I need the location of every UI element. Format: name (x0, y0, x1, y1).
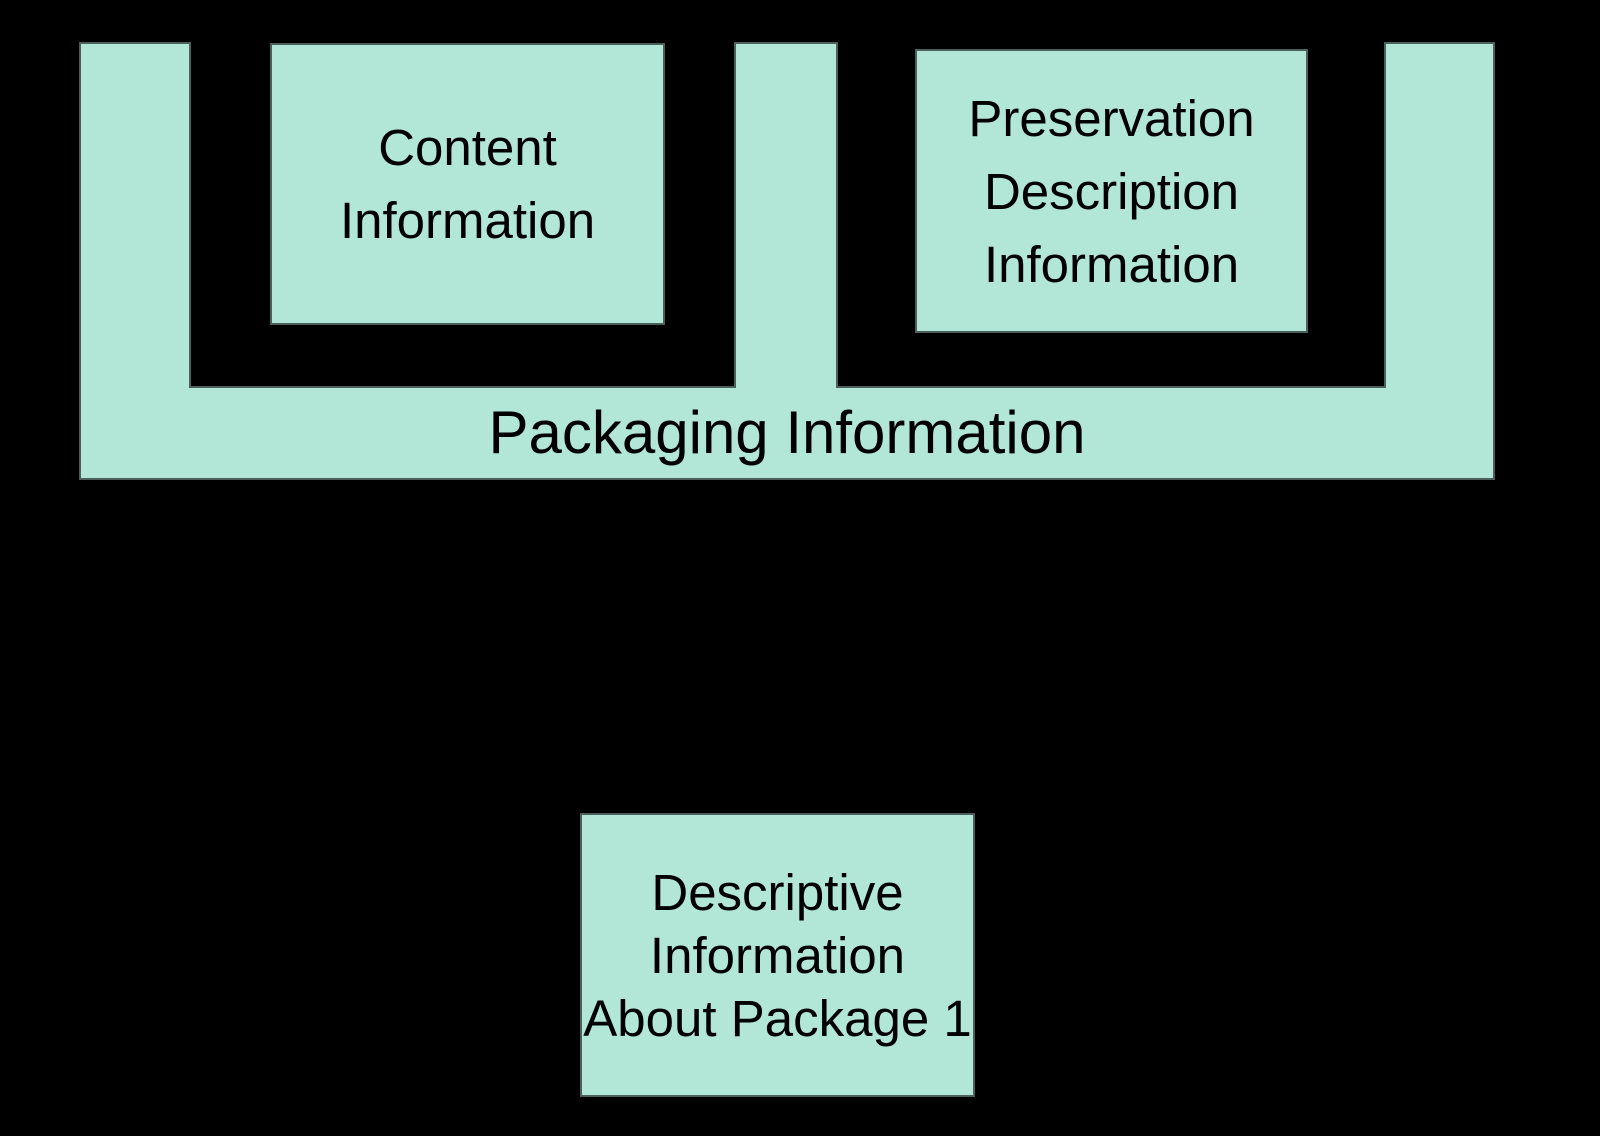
packaging-u-shape-path (79, 42, 1495, 480)
descriptive-information-box: Descriptive Information About Package 1 (580, 813, 975, 1097)
descriptive-information-label: Descriptive Information About Package 1 (583, 863, 972, 1047)
preservation-description-information-box: Preservation Description Information (915, 49, 1308, 333)
content-information-label: Content Information (339, 119, 596, 249)
packaging-information-band: Packaging Information (80, 387, 1494, 479)
preservation-description-information-label: Preservation Description Information (968, 89, 1255, 293)
packaging-information-label: Packaging Information (488, 399, 1086, 466)
content-information-box: Content Information (270, 43, 665, 325)
